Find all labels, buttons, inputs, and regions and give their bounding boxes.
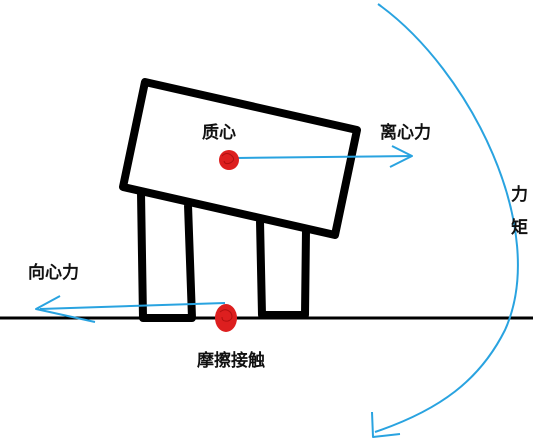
right-leg <box>256 220 310 319</box>
centripetal-force-label: 向心力 <box>28 262 79 283</box>
left-leg <box>137 192 196 322</box>
centrifugal-arrow <box>235 145 413 168</box>
torque-label-char-2: 矩 <box>511 217 528 238</box>
friction-contact-point <box>215 304 237 332</box>
torque-label-char-1: 力 <box>511 184 528 205</box>
friction-contact-label: 摩擦接触 <box>197 350 265 371</box>
tilted-body <box>119 78 361 239</box>
center-of-mass-label: 质心 <box>202 123 236 143</box>
torque-arc-arrow <box>371 3 519 438</box>
centrifugal-force-label: 离心力 <box>380 122 431 143</box>
center-of-mass-point <box>219 150 239 170</box>
centripetal-arrow <box>35 295 226 323</box>
